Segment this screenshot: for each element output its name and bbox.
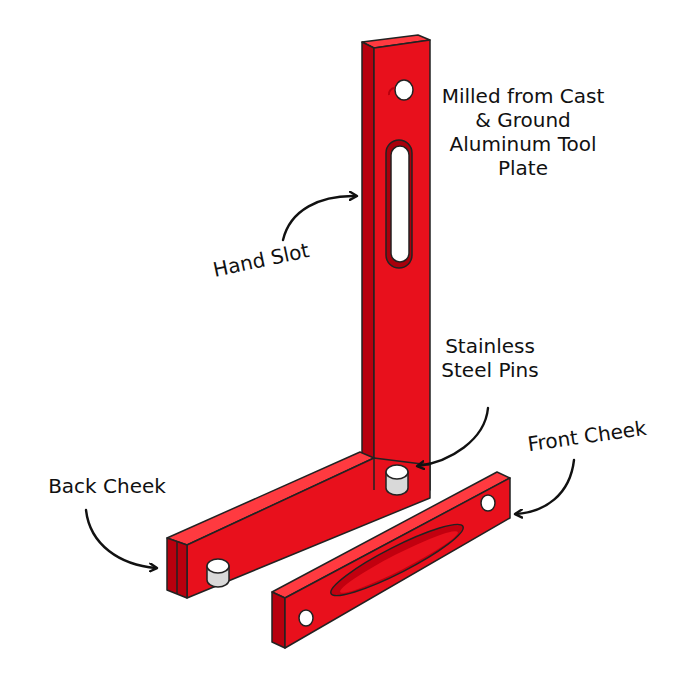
steel-pin bbox=[207, 559, 229, 587]
blade-hole bbox=[395, 80, 413, 100]
front-cheek-face bbox=[285, 478, 510, 648]
leader-arrow bbox=[418, 408, 488, 466]
leader-arrow bbox=[283, 196, 356, 240]
callout-label: Stainless Steel Pins bbox=[430, 334, 550, 382]
callout-label: Front Cheek bbox=[511, 414, 663, 459]
back-cheek-end bbox=[167, 538, 187, 598]
callout-label: Hand Slot bbox=[195, 235, 327, 286]
front-cheek-end bbox=[272, 592, 285, 648]
leader-arrow bbox=[86, 510, 156, 568]
cheek-hole bbox=[481, 495, 495, 511]
steel-pin bbox=[386, 465, 408, 495]
callout-label: Milled from Cast & Ground Aluminum Tool … bbox=[438, 84, 608, 180]
hand-slot bbox=[386, 140, 412, 268]
blade-side bbox=[362, 42, 374, 470]
callout-label: Back Cheek bbox=[32, 474, 182, 498]
blade-face bbox=[374, 40, 430, 490]
cheek-hole bbox=[299, 610, 313, 626]
leader-arrow bbox=[516, 460, 574, 514]
cheek-recess bbox=[325, 515, 469, 605]
